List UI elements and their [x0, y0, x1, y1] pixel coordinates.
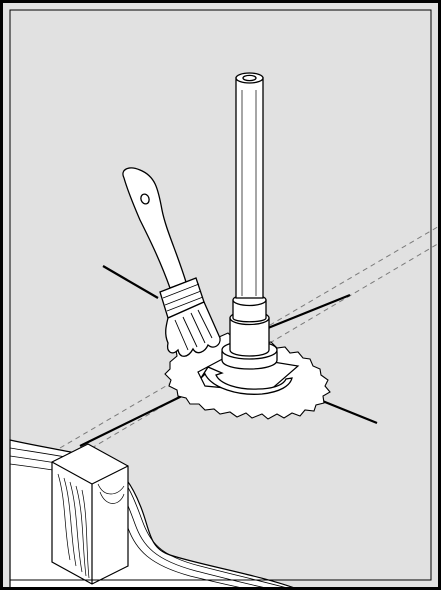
vertical-pipe — [235, 72, 264, 299]
alignment-marks — [79, 265, 378, 447]
inner-border — [9, 9, 432, 581]
paint-brush-icon — [122, 167, 221, 357]
rotation-arrow-icon — [200, 366, 293, 395]
deck-cutaway — [9, 439, 301, 590]
